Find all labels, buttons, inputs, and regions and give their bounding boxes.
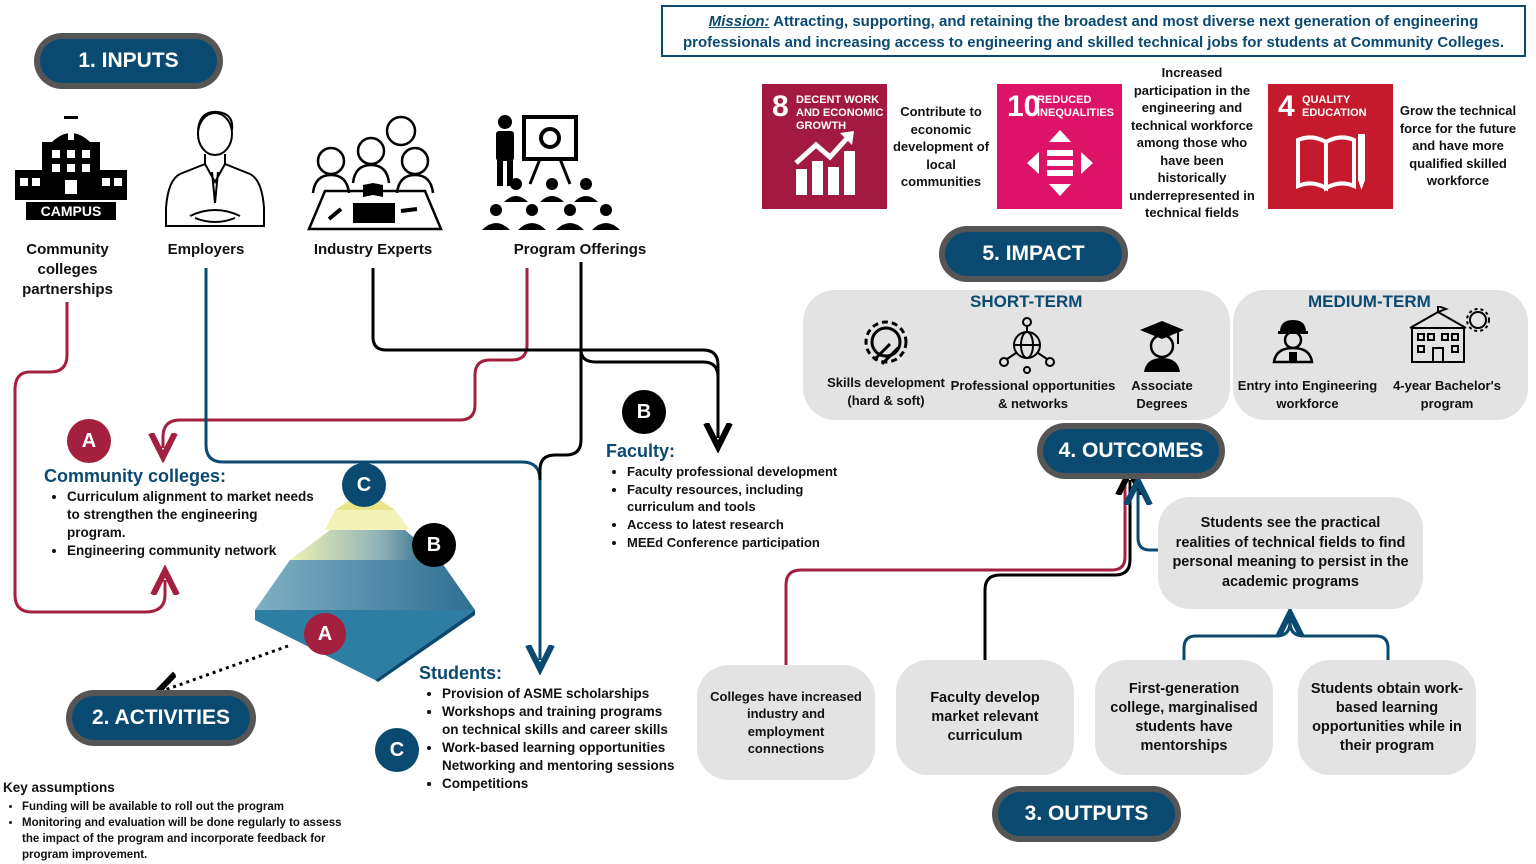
stage-inputs: 1. INPUTS <box>40 39 217 83</box>
list-item: Workshops and training programs on techn… <box>442 703 682 739</box>
input-label-employers: Employers <box>167 241 245 258</box>
network-globe-icon <box>999 317 1055 374</box>
medium-term-title: MEDIUM-TERM <box>1308 292 1431 311</box>
dotted-arrow-activities <box>165 644 289 690</box>
list-item: Competitions <box>442 775 682 793</box>
businessman-icon <box>165 110 265 227</box>
input-label-program: Program Offerings <box>513 241 647 258</box>
list-item: Curriculum alignment to market needs to … <box>67 488 317 542</box>
badge-a-pyramid: A <box>304 613 346 655</box>
short-term-panel <box>803 290 1230 420</box>
community-colleges-list: Curriculum alignment to market needs to … <box>45 488 317 560</box>
community-colleges-title: Community colleges: <box>44 466 227 486</box>
university-icon <box>1409 306 1490 363</box>
impact-label-bachelor: 4-year Bachelor's program <box>1393 378 1501 411</box>
students-list: Provision of ASME scholarships Workshops… <box>420 685 682 793</box>
list-item: Engineering community network <box>67 542 317 560</box>
sdg-tile-10: 10 REDUCED INEQUALITIES <box>997 84 1122 209</box>
sdg-tile-8: 8 DECENT WORK AND ECONOMIC GROWTH <box>762 84 887 209</box>
gear-tools-icon <box>864 320 908 366</box>
students-title: Students: <box>419 663 502 683</box>
line-program-to-a <box>163 268 529 448</box>
badge-c-pyramid: C <box>342 463 386 507</box>
sdg-title: DECENT WORK AND ECONOMIC GROWTH <box>796 94 884 132</box>
line-outputs34-to-box <box>1182 612 1390 660</box>
sdg-number: 8 <box>772 90 789 123</box>
engineer-icon <box>1272 320 1314 364</box>
list-item: Provision of ASME scholarships <box>442 685 682 703</box>
line-experts-to-faculty <box>371 268 718 438</box>
mission-statement: Mission: Attracting, supporting, and ret… <box>661 5 1526 57</box>
impact-label-skills: Skills development (hard & soft) <box>827 375 945 408</box>
sdg-text-8: Contribute to economic development of lo… <box>892 104 990 189</box>
key-assumptions-list: Funding will be available to roll out th… <box>0 799 352 863</box>
sdg-title: REDUCED INEQUALITIES <box>1037 94 1115 119</box>
mission-label: Mission: <box>708 13 770 30</box>
short-term-title: SHORT-TERM <box>970 292 1083 311</box>
stage-outcomes: 4. OUTCOMES <box>1043 429 1219 473</box>
list-item: Funding will be available to roll out th… <box>22 799 352 815</box>
list-item: Faculty professional development <box>627 463 852 481</box>
stage-outputs: 3. OUTPUTS <box>998 792 1175 836</box>
badge-b-pyramid: B <box>412 523 456 567</box>
badge-a: A <box>67 419 111 463</box>
sdg-tile-4: 4 QUALITY EDUCATION <box>1268 84 1393 209</box>
graduate-icon <box>1140 321 1184 372</box>
equality-arrows-icon <box>1027 130 1093 196</box>
output-box-mentorships: First-generation college, marginalised s… <box>1095 660 1273 775</box>
stage-activities: 2. ACTIVITIES <box>72 696 250 740</box>
list-item: Faculty resources, including curriculum … <box>627 481 852 516</box>
line-outcome-box-to-outcomes <box>1138 490 1160 552</box>
badge-b: B <box>622 390 666 434</box>
stage-impact: 5. IMPACT <box>945 232 1122 276</box>
output-box-faculty: Faculty develop market relevant curricul… <box>896 660 1074 775</box>
growth-chart-icon <box>794 131 855 195</box>
list-item: Access to latest research <box>627 516 852 534</box>
faculty-list: Faculty professional development Faculty… <box>605 463 852 552</box>
output-box-colleges: Colleges have increased industry and emp… <box>697 665 875 780</box>
sdg-number: 10 <box>1007 90 1041 123</box>
impact-label-engineering: Entry into Engineering workforce <box>1237 378 1378 411</box>
sdg-text-4: Grow the technical force for the future … <box>1399 103 1517 188</box>
faculty-title: Faculty: <box>606 441 676 461</box>
presentation-icon <box>482 115 620 230</box>
book-pencil-icon <box>1296 134 1365 192</box>
sdg-number: 4 <box>1278 90 1295 123</box>
badge-c: C <box>375 728 419 772</box>
line-program-to-students <box>538 262 583 480</box>
output-box-work-based: Students obtain work-based learning oppo… <box>1298 660 1476 775</box>
key-assumptions-title: Key assumptions <box>3 780 115 795</box>
line-output1-to-outcomes <box>784 485 1127 665</box>
sdg-text-10: Increased participation in the engineeri… <box>1129 65 1255 220</box>
list-item: Monitoring and evaluation will be done r… <box>22 815 352 863</box>
impact-label-professional: Professional opportunities & networks <box>950 378 1116 411</box>
input-label-community: Community colleges partnerships <box>22 241 113 298</box>
outcome-box-students: Students see the practical realities of … <box>1158 497 1423 609</box>
input-label-experts: Industry Experts <box>313 241 433 258</box>
campus-sign-text: CAMPUS <box>41 203 102 219</box>
impact-label-associate: Associate Degrees <box>1131 378 1193 411</box>
line-output2-to-outcomes <box>983 480 1130 660</box>
list-item: Work-based learning opportunities Networ… <box>442 739 682 775</box>
campus-icon: CAMPUS <box>15 116 127 220</box>
meeting-icon <box>307 115 443 231</box>
sdg-title: QUALITY EDUCATION <box>1302 94 1367 119</box>
mission-text: Attracting, supporting, and retaining th… <box>682 13 1505 51</box>
line-community-to-a <box>13 302 165 614</box>
list-item: MEEd Conference participation <box>627 534 852 552</box>
